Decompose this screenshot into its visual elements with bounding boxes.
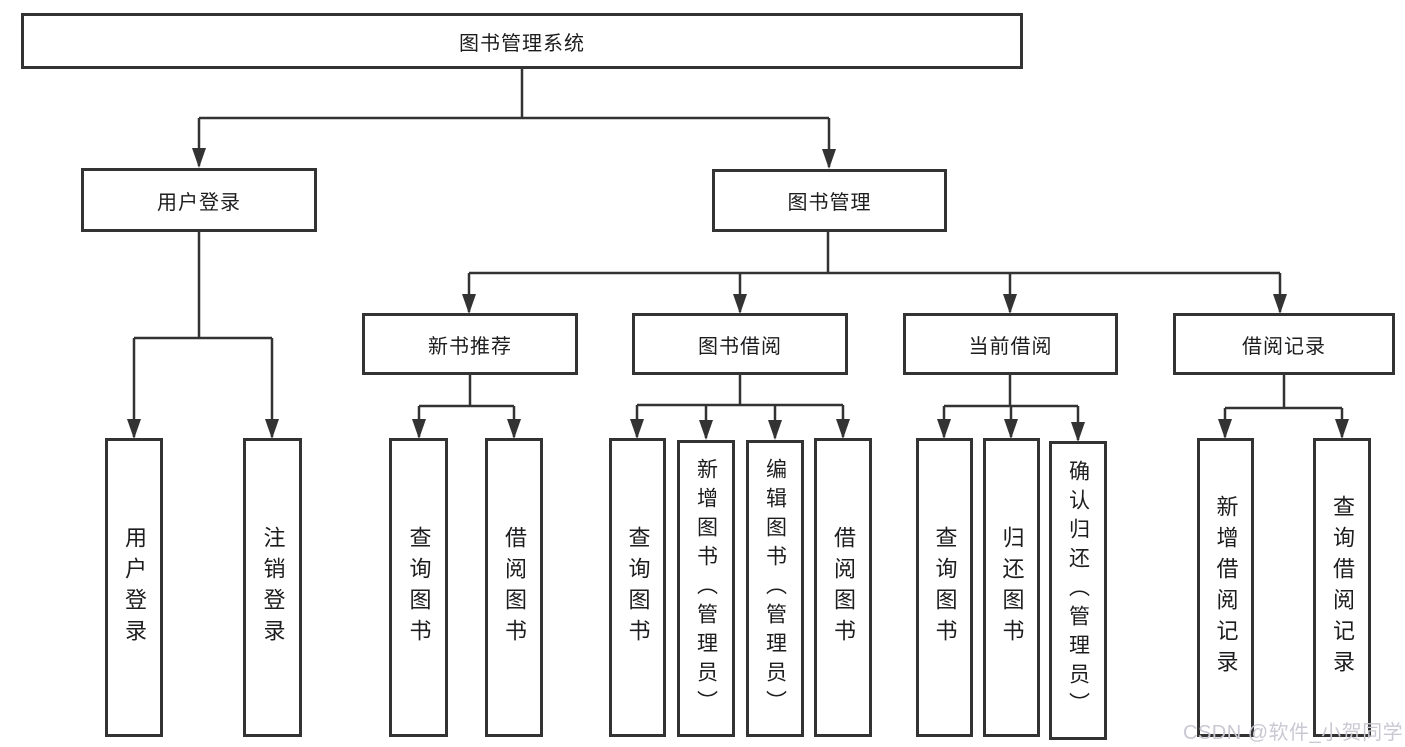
leaf-confirm-return-admin: 确认归还（管理员）: [1049, 441, 1107, 740]
node-borrow-records: 借阅记录: [1173, 313, 1395, 375]
connector-borrow-record-to-leaves: [1223, 375, 1344, 437]
leaf-query-books-current: 查询图书: [916, 438, 973, 737]
watermark: CSDN @软件_小贺同学: [1183, 722, 1404, 744]
connector-root-to-level1: [197, 69, 831, 167]
connector-book-borrow-to-leaves: [635, 375, 845, 438]
connector-book-mgmt-to-level2: [467, 232, 1282, 312]
node-library-management-system: 图书管理系统: [21, 13, 1023, 69]
leaf-query-borrow-record: 查询借阅记录: [1313, 438, 1371, 737]
leaf-logout: 注销登录: [243, 438, 302, 737]
arrowheads: [127, 148, 1349, 442]
connector-new-book-to-leaves: [417, 375, 516, 437]
node-book-management: 图书管理: [712, 169, 947, 232]
node-current-borrowing: 当前借阅: [903, 313, 1118, 375]
leaf-borrow-books-borrowing: 借阅图书: [814, 438, 872, 737]
leaf-borrow-books-newbook: 借阅图书: [485, 438, 543, 737]
node-user-login: 用户登录: [81, 168, 317, 232]
leaf-user-login: 用户登录: [105, 438, 163, 737]
leaf-add-books-admin: 新增图书（管理员）: [677, 440, 735, 737]
leaf-query-books-newbook: 查询图书: [389, 438, 448, 737]
node-new-book-recommend: 新书推荐: [362, 313, 578, 375]
leaf-query-books-borrowing: 查询图书: [609, 438, 666, 737]
leaf-add-borrow-record: 新增借阅记录: [1197, 438, 1254, 737]
leaf-edit-books-admin: 编辑图书（管理员）: [746, 440, 804, 737]
node-book-borrowing: 图书借阅: [632, 313, 848, 375]
connector-user-login-to-leaves: [132, 232, 274, 437]
leaf-return-books: 归还图书: [983, 438, 1040, 737]
